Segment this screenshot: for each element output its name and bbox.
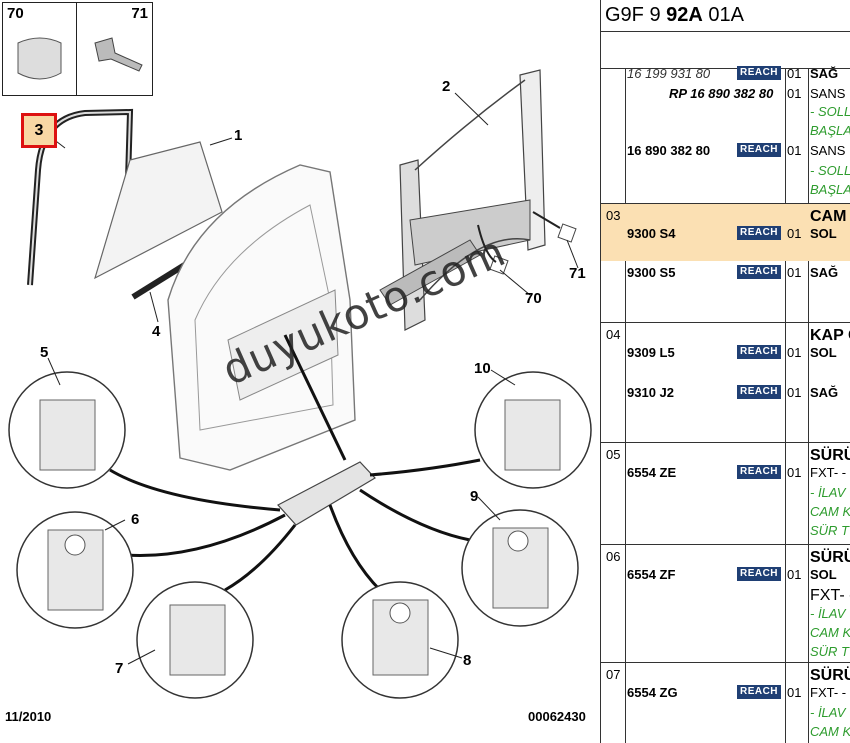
switch-detail-9 bbox=[461, 509, 579, 627]
switch-detail-7 bbox=[136, 581, 254, 699]
row-note: - SOLL bbox=[810, 163, 850, 178]
callout-9[interactable]: 9 bbox=[470, 488, 479, 505]
table-row[interactable]: RP 16 890 382 80 01 SANS bbox=[669, 86, 846, 101]
reach-badge: REACH bbox=[737, 345, 781, 359]
table-row[interactable]: 16 890 382 80 REACH 01 SANS bbox=[627, 143, 846, 158]
reach-badge: REACH bbox=[737, 685, 781, 699]
panel-subheader bbox=[601, 32, 850, 69]
callout-2[interactable]: 2 bbox=[442, 78, 451, 95]
switch-detail-6 bbox=[16, 511, 134, 629]
diagram-drawing bbox=[8, 69, 592, 699]
reach-badge: REACH bbox=[737, 143, 781, 157]
callout-7[interactable]: 7 bbox=[115, 660, 124, 677]
thumb-part-70: 70 bbox=[2, 2, 77, 96]
highlighted-callout-3[interactable]: 3 bbox=[21, 113, 57, 148]
footer-date: 11/2010 bbox=[5, 709, 52, 724]
door-panel bbox=[167, 164, 356, 471]
switch-detail-8 bbox=[341, 581, 459, 699]
table-row[interactable]: 9300 S5 REACH 01 SAĞ bbox=[627, 265, 839, 280]
parts-list-panel: G9F 9 92A 01A 16 199 931 80 REACH 01 SAĞ… bbox=[600, 0, 850, 743]
reach-badge: REACH bbox=[737, 465, 781, 479]
callout-71[interactable]: 71 bbox=[569, 265, 586, 282]
switch-detail-10 bbox=[474, 371, 592, 489]
footer-code: 00062430 bbox=[528, 709, 586, 724]
reach-badge: REACH bbox=[737, 567, 781, 581]
row-note: BAŞLA bbox=[810, 123, 850, 138]
switch-panel bbox=[277, 461, 376, 526]
row-note: BAŞLA bbox=[810, 182, 850, 197]
callout-8[interactable]: 8 bbox=[463, 652, 472, 669]
reach-badge: REACH bbox=[737, 385, 781, 399]
switch-detail-5 bbox=[8, 371, 126, 489]
reach-badge: REACH bbox=[737, 66, 781, 80]
reach-badge: REACH bbox=[737, 226, 781, 240]
callout-10[interactable]: 10 bbox=[474, 360, 491, 377]
callout-4[interactable]: 4 bbox=[152, 323, 161, 340]
door-glass bbox=[94, 141, 223, 280]
table-row[interactable]: 16 199 931 80 REACH 01 SAĞ bbox=[627, 66, 839, 81]
parts-diagram: 70 71 3 1 2 4 5 6 7 8 9 10 70 71 duyukot… bbox=[2, 2, 592, 724]
callout-1[interactable]: 1 bbox=[234, 127, 243, 144]
reach-badge: REACH bbox=[737, 265, 781, 279]
callout-6[interactable]: 6 bbox=[131, 511, 140, 528]
thumb-part-71: 71 bbox=[76, 2, 153, 96]
panel-title: G9F 9 92A 01A bbox=[601, 0, 850, 32]
callout-70[interactable]: 70 bbox=[525, 290, 542, 307]
row-note: - SOLL bbox=[810, 104, 850, 119]
callout-5[interactable]: 5 bbox=[40, 344, 49, 361]
